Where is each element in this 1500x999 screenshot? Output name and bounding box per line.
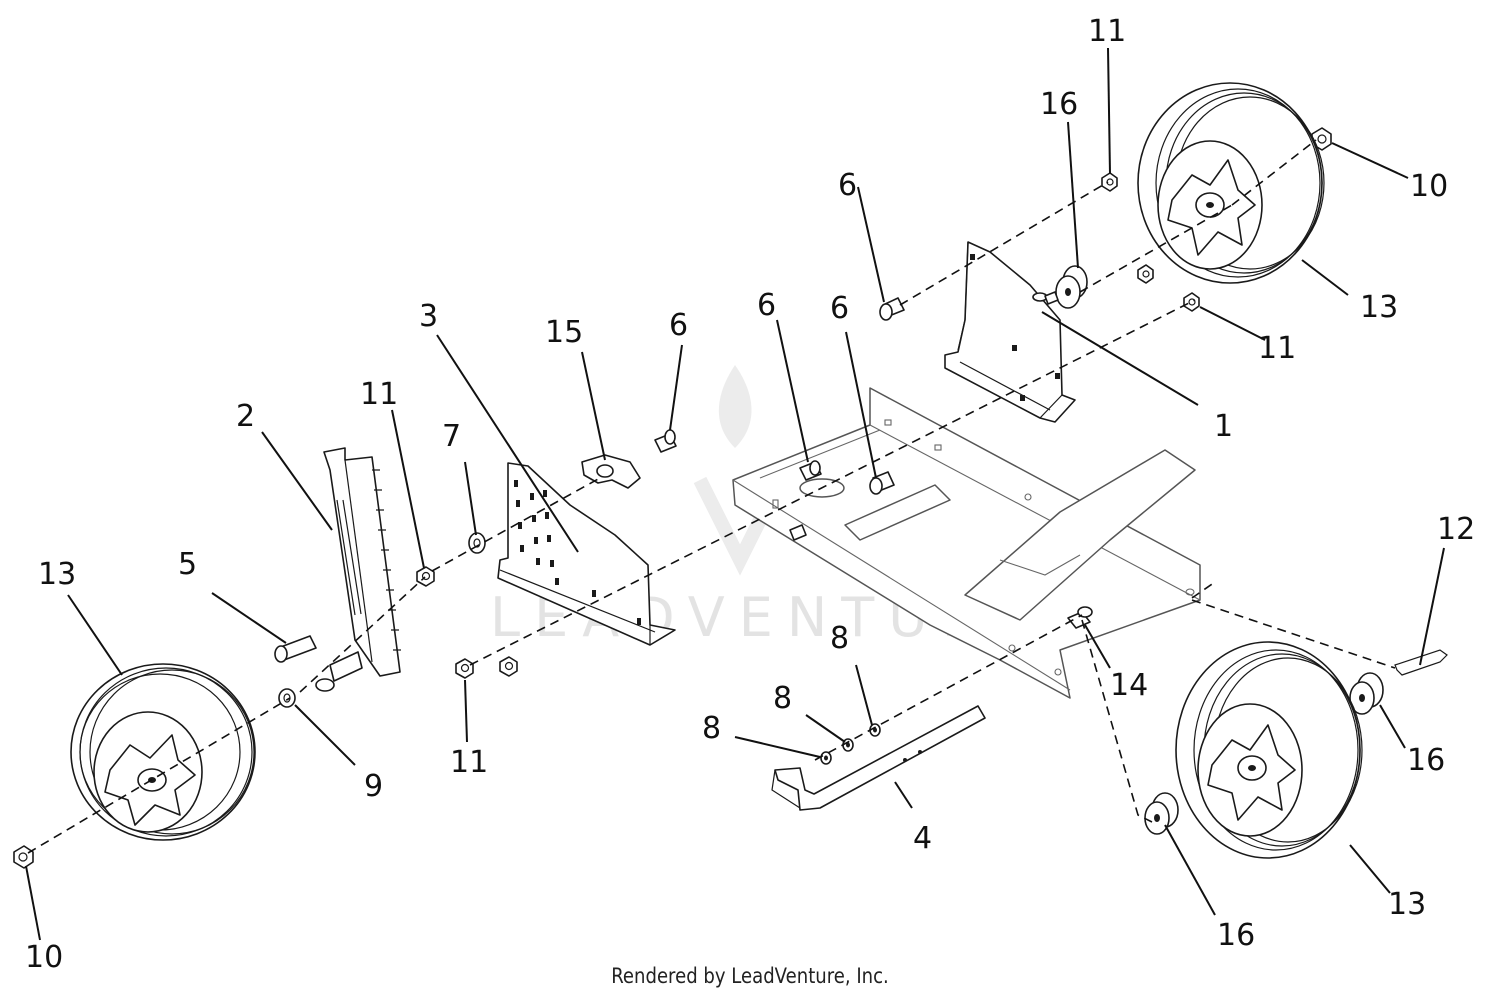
- callout-13-top-right: 13: [1360, 290, 1398, 325]
- callout-11-right: 11: [1258, 331, 1296, 366]
- wheel-left: [70, 663, 256, 841]
- callout-1: 1: [1214, 409, 1233, 444]
- callout-8-b: 8: [773, 681, 792, 716]
- callout-2: 2: [236, 399, 255, 434]
- callout-3: 3: [419, 299, 438, 334]
- callout-numbers: 1 2 3 4 5 6 6 6 6 7 8 8 8 9 10 10 11 11 …: [25, 14, 1475, 975]
- callout-16-top: 16: [1040, 87, 1078, 122]
- wheel-top-right: [1137, 82, 1325, 284]
- callout-13-left: 13: [38, 557, 76, 592]
- callout-11-channel: 11: [360, 377, 398, 412]
- right-bracket: [944, 241, 1076, 423]
- leader-lines: [25, 47, 1445, 941]
- callout-14: 14: [1110, 668, 1148, 703]
- wheel-bottom-right: [1175, 641, 1363, 859]
- mounting-plate: [497, 462, 676, 646]
- handle-rod: [771, 705, 986, 811]
- main-frame: [732, 387, 1201, 699]
- callout-12: 12: [1437, 512, 1475, 547]
- callout-10-left: 10: [25, 940, 63, 975]
- callout-6-knob: 6: [669, 308, 688, 343]
- callout-6-frame-left: 6: [757, 288, 776, 323]
- callout-16-right: 16: [1407, 743, 1445, 778]
- footer-credit: Rendered by LeadVenture, Inc.: [611, 964, 889, 988]
- callout-9: 9: [364, 769, 383, 804]
- callout-8-a: 8: [702, 711, 721, 746]
- callout-11-top: 11: [1088, 14, 1126, 49]
- callout-8-c: 8: [830, 621, 849, 656]
- callout-15: 15: [545, 315, 583, 350]
- pins-and-fasteners: [13, 127, 1448, 869]
- callout-6-frame-center: 6: [830, 291, 849, 326]
- callout-5: 5: [178, 547, 197, 582]
- callout-7: 7: [442, 419, 461, 454]
- callout-16-bottom: 16: [1217, 918, 1255, 953]
- callout-13-bottom-right: 13: [1388, 887, 1426, 922]
- callout-4: 4: [913, 821, 932, 856]
- height-adjust-channel: [315, 447, 401, 692]
- callout-11-plate: 11: [450, 745, 488, 780]
- callout-6-bracket: 6: [838, 168, 857, 203]
- callout-10-right: 10: [1410, 169, 1448, 204]
